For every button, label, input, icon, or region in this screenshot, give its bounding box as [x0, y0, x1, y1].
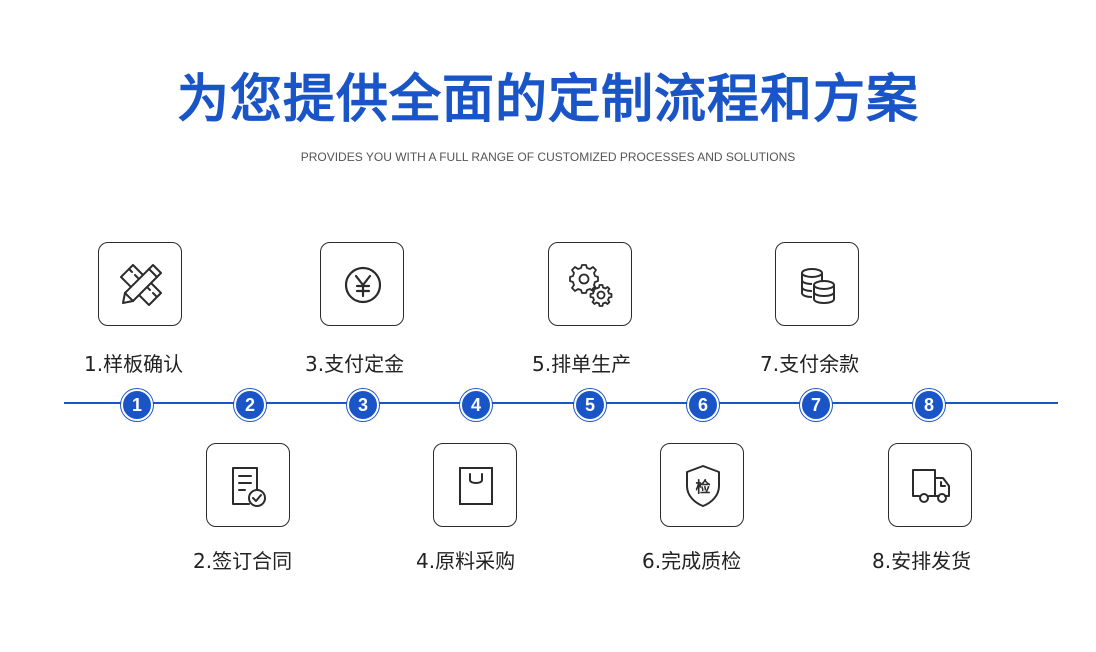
step-4-label: 4.原料采购	[416, 549, 516, 573]
step-5-label: 5.排单生产	[532, 352, 632, 376]
database-coins-icon	[801, 268, 835, 305]
step-8-icon-box	[888, 443, 972, 527]
step-3-label: 3.支付定金	[305, 352, 405, 376]
inspection-shield-icon: 检	[686, 465, 720, 507]
step-dot-5: 5	[574, 389, 606, 421]
step-7-label: 7.支付余款	[760, 352, 860, 376]
step-dot-3: 3	[347, 389, 379, 421]
step-1-icon-box	[98, 242, 182, 326]
step-2-label: 2.签订合同	[193, 549, 293, 573]
gears-icon	[569, 264, 613, 307]
step-4-icon-box	[433, 443, 517, 527]
page-subtitle: PROVIDES YOU WITH A FULL RANGE OF CUSTOM…	[300, 150, 796, 164]
step-2-icon-box	[206, 443, 290, 527]
step-8-label: 8.安排发货	[872, 549, 972, 573]
inspection-badge-text: 检	[695, 478, 710, 496]
step-dot-8: 8	[913, 389, 945, 421]
step-6-label: 6.完成质检	[642, 549, 742, 573]
step-dot-2: 2	[234, 389, 266, 421]
step-7-icon-box	[775, 242, 859, 326]
shopping-bag-icon	[459, 467, 493, 505]
step-3-icon-box	[320, 242, 404, 326]
page-title: 为您提供全面的定制流程和方案	[176, 70, 919, 130]
step-dot-7: 7	[800, 389, 832, 421]
step-5-icon-box	[548, 242, 632, 326]
step-dot-6: 6	[687, 389, 719, 421]
yen-coin-icon	[344, 266, 382, 304]
delivery-truck-icon	[912, 469, 950, 503]
step-dot-1: 1	[121, 389, 153, 421]
step-6-icon-box: 检	[660, 443, 744, 527]
timeline-line	[64, 402, 1058, 404]
contract-check-icon	[232, 467, 266, 507]
step-dot-4: 4	[460, 389, 492, 421]
pencil-ruler-icon	[120, 264, 162, 306]
step-1-label: 1.样板确认	[84, 352, 184, 376]
